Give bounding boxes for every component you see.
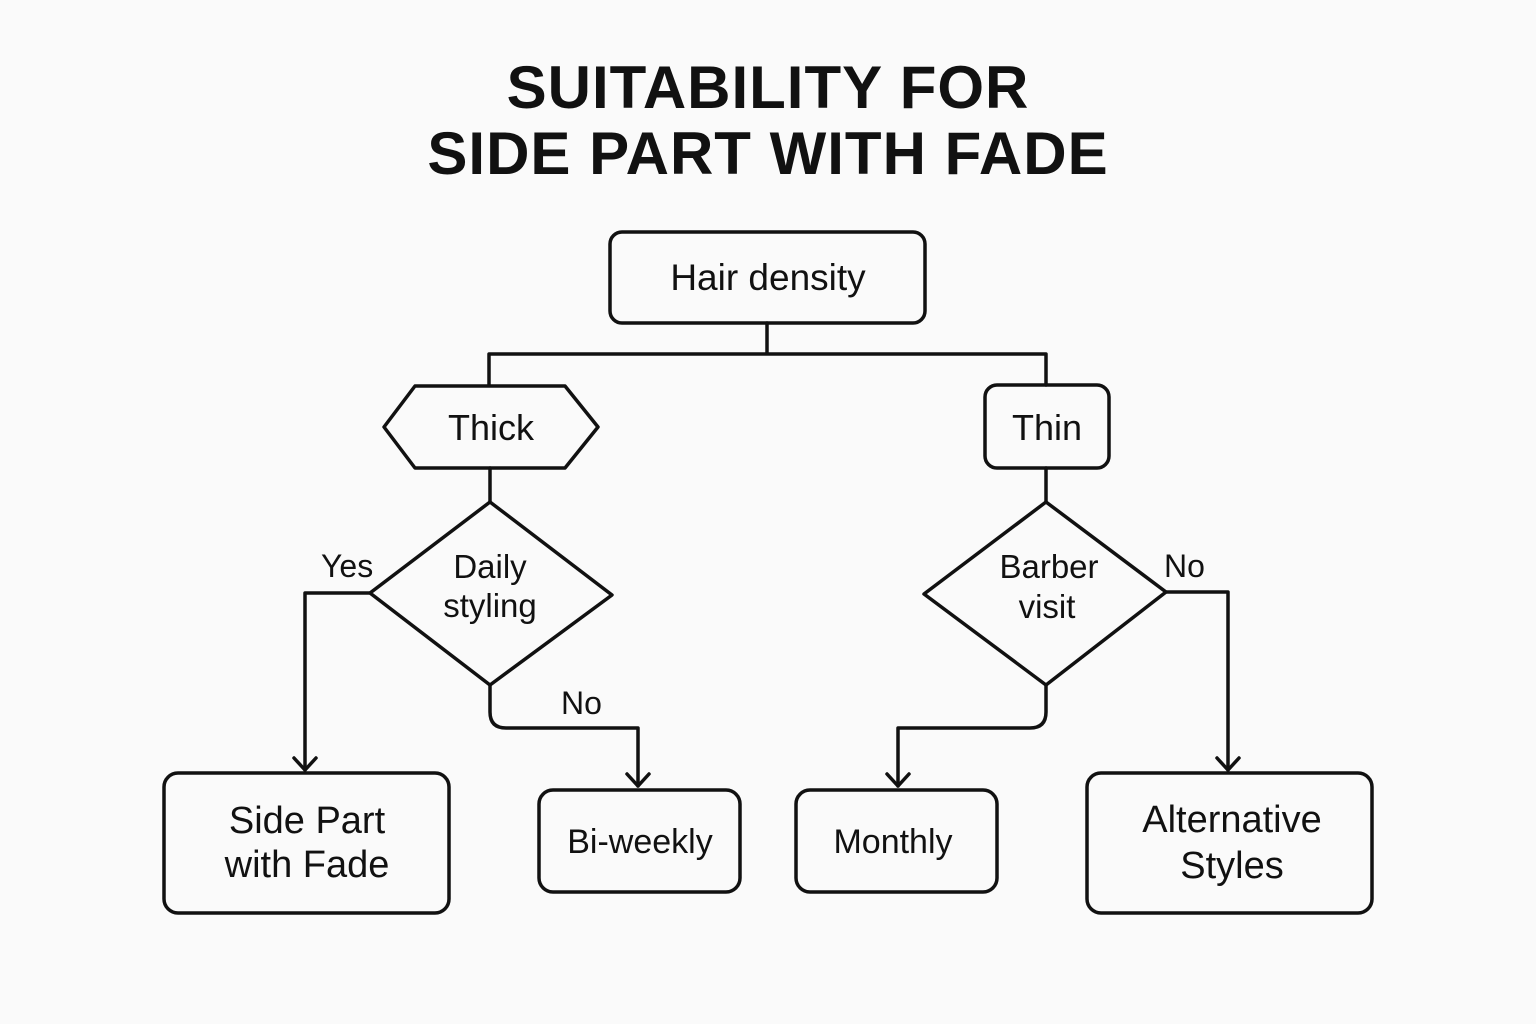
- label-biweekly: Bi-weekly: [567, 823, 712, 861]
- label-hair-density: Hair density: [670, 257, 866, 298]
- connector-daily-no: [488, 683, 640, 788]
- node-side-part-with-fade: [162, 771, 451, 915]
- edge-label-daily-yes: Yes: [321, 548, 373, 584]
- connector-barber-monthly: [896, 683, 1048, 788]
- label-thick: Thick: [448, 407, 535, 448]
- arrowhead-side-part: [292, 756, 318, 772]
- label-styles: Styles: [1180, 845, 1283, 887]
- connector-barber-no: [1164, 590, 1230, 772]
- node-alternative-styles: [1085, 771, 1374, 915]
- edge-label-daily-no: No: [561, 685, 602, 721]
- label-side-part: Side Part: [229, 800, 386, 842]
- connector-root-branch: [487, 321, 1048, 387]
- label-daily: Daily: [453, 548, 527, 585]
- diagram-title-line2: SIDE PART WITH FADE: [427, 120, 1109, 187]
- label-monthly: Monthly: [833, 823, 952, 861]
- edge-label-barber-no: No: [1164, 548, 1205, 584]
- connector-daily-yes: [303, 591, 372, 772]
- node-monthly: [794, 788, 999, 894]
- label-visit: visit: [1019, 588, 1076, 625]
- label-barber: Barber: [999, 548, 1098, 585]
- node-thick: [382, 384, 600, 470]
- label-styling: styling: [443, 587, 537, 624]
- arrowhead-alternative: [1215, 756, 1241, 772]
- node-biweekly: [537, 788, 742, 894]
- label-thin: Thin: [1012, 407, 1082, 448]
- diagram-title-line1: SUITABILITY FOR: [506, 54, 1030, 121]
- label-with-fade: with Fade: [224, 844, 390, 886]
- arrowhead-biweekly: [625, 772, 651, 788]
- arrowhead-monthly: [885, 772, 911, 788]
- label-alternative: Alternative: [1142, 799, 1322, 841]
